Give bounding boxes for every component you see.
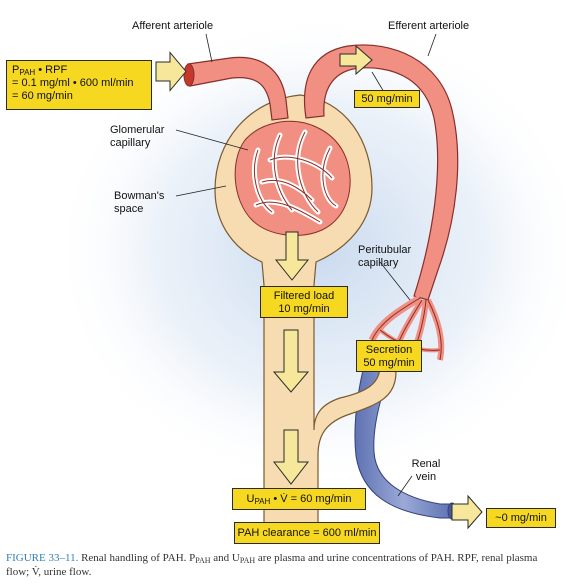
glomerular-tuft: [234, 120, 351, 236]
pah-clearance-box: PAH clearance = 600 ml/min: [234, 522, 380, 544]
plasma-pah-line2: = 0.1 mg/ml • 600 ml/min: [12, 77, 134, 89]
caption-subscript-2: PAH: [239, 556, 256, 565]
afferent-arteriole: [187, 56, 289, 121]
plasma-pah-line1: PPAH • RPF: [12, 64, 146, 77]
figure-number: FIGURE 33–11.: [6, 552, 79, 564]
caption-text-2: and U: [210, 552, 240, 564]
urine-pah-rate: • V̇ = 60 mg/min: [270, 493, 352, 505]
arrow-into-afferent: [155, 51, 187, 92]
caption-text-1: Renal handling of PAH. P: [78, 552, 196, 564]
peritubular-capillary-label: Peritubular capillary: [358, 244, 411, 270]
leader-lines: [175, 33, 437, 497]
secretion-line2: 50 mg/min: [363, 357, 415, 369]
plasma-pah-input-box: PPAH • RPF = 0.1 mg/ml • 600 ml/min = 60…: [6, 60, 152, 110]
renal-vein-label-line2: vein: [415, 471, 437, 483]
urine-pah-subscript: PAH: [254, 497, 271, 506]
bowmans-space-label-line2: space: [114, 203, 144, 215]
arrow-tubule-flow: [272, 329, 310, 393]
renal-vein-label-line1: Renal: [411, 458, 441, 470]
secretion-box: Secretion 50 mg/min: [356, 340, 422, 372]
glomerular-capillary-label-line1: Glomerular: [110, 124, 165, 136]
filtered-load-line2: 10 mg/min: [278, 303, 330, 315]
arrow-filtration: [274, 231, 310, 281]
glomerular-capillary-label-line2: capillary: [110, 137, 151, 149]
afferent-arteriole-opening: [183, 63, 195, 87]
plasma-pah-rpf: • RPF: [35, 64, 68, 76]
plasma-pah-subscript: PAH: [19, 68, 36, 77]
urine-excretion-box: UPAH • V̇ = 60 mg/min: [232, 488, 366, 510]
plasma-pah-symbol: P: [12, 64, 20, 76]
arrow-venous-out: [451, 494, 483, 530]
peritubular-capillary-label-line2: capillary: [358, 257, 399, 269]
urine-pah-symbol: U: [246, 493, 255, 505]
filtered-load-line1: Filtered load: [273, 290, 335, 302]
efferent-arteriole: [303, 44, 459, 301]
venous-output-box: ~0 mg/min: [486, 508, 556, 528]
secretion-line1: Secretion: [365, 344, 413, 356]
bowmans-space-label-line1: Bowman's: [114, 190, 165, 202]
filtered-load-box: Filtered load 10 mg/min: [260, 286, 348, 318]
renal-vein-label: Renal vein: [406, 458, 446, 484]
afferent-arteriole-label: Afferent arteriole: [132, 20, 214, 32]
bowmans-space-label: Bowman's space: [114, 190, 164, 216]
caption-text-3: are plasma and urine concentrations of P…: [6, 552, 538, 578]
plasma-pah-line3: = 60 mg/min: [12, 90, 73, 102]
efferent-amount-box: 50 mg/min: [354, 90, 420, 108]
peritubular-capillary-label-line1: Peritubular: [358, 244, 412, 256]
arrow-into-efferent: [339, 44, 373, 76]
arrow-to-urine: [272, 429, 310, 485]
efferent-arteriole-label: Efferent arteriole: [388, 20, 470, 32]
figure-caption: FIGURE 33–11. Renal handling of PAH. PPA…: [6, 551, 562, 579]
flow-arrows: [155, 44, 483, 530]
caption-subscript-1: PAH: [195, 556, 211, 565]
glomerular-capillary-label: Glomerular capillary: [110, 124, 164, 150]
